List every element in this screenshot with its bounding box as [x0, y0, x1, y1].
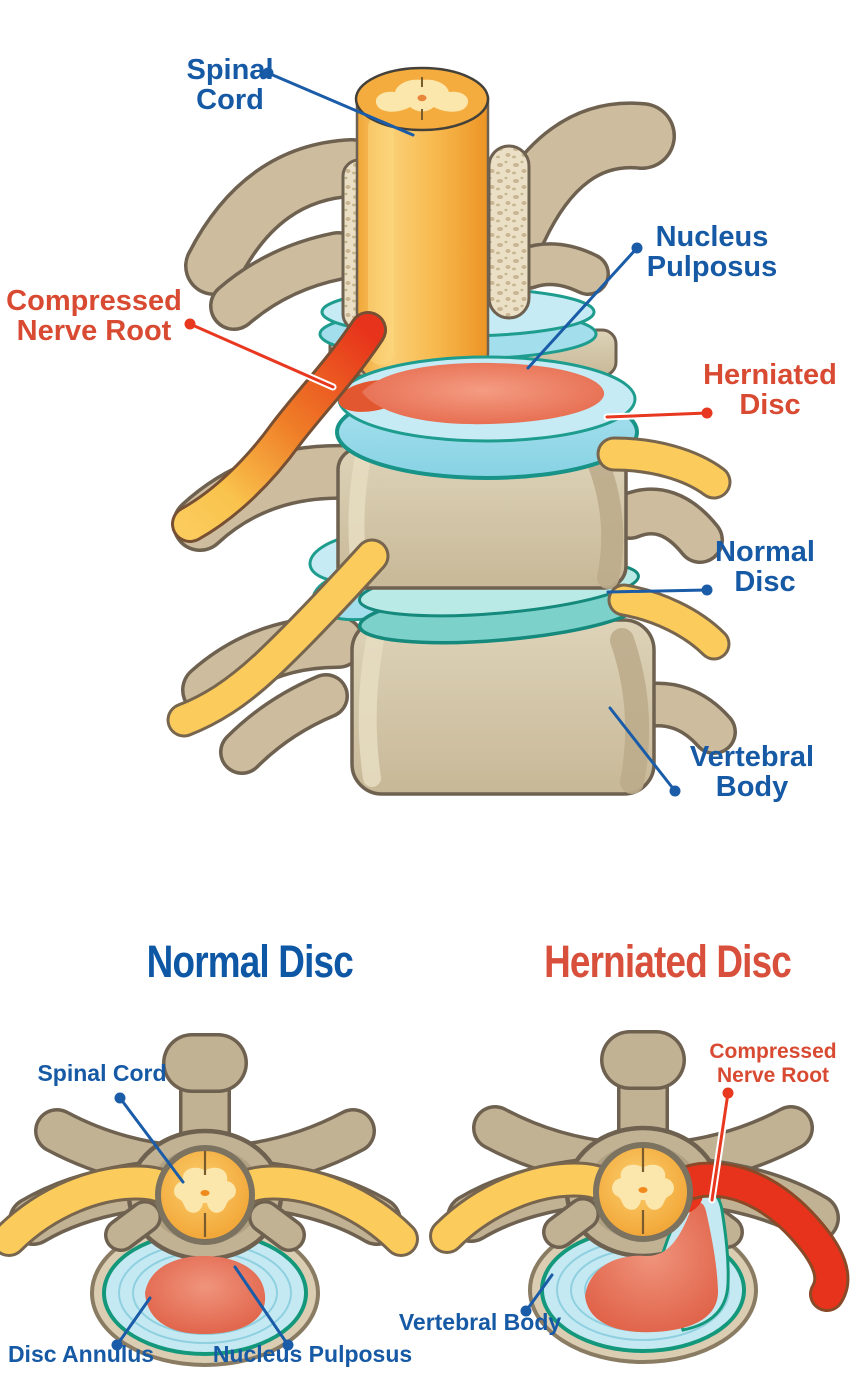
compressed-nerve-root — [174, 314, 384, 540]
nucleus-pulposus-label: Nucleus Pulposus — [646, 221, 778, 284]
spinal-cord — [354, 66, 490, 384]
nucleus-pulposus-leader-line — [233, 1265, 294, 1351]
spine-segment-illustration — [166, 66, 737, 797]
vertebral-body-leader-line — [608, 706, 681, 797]
compressed-nerve-root-leader-line — [184, 318, 337, 391]
vertebral-body-leader-line — [520, 1273, 554, 1317]
herniated-disc-cross-section — [429, 1030, 850, 1364]
herniated-disc-label: Herniated Disc — [703, 359, 837, 422]
normal-disc-leader-line — [606, 584, 713, 596]
spinal-cord-leader-line — [114, 1092, 185, 1184]
nucleus-pulposus-leader-line — [526, 242, 643, 370]
cross-section-compressed-nerve-root-label: Compressed Nerve Root — [709, 1040, 837, 1087]
vertebral-body-label: Vertebral Body — [689, 741, 815, 804]
nucleus-pulposus-shape — [362, 362, 605, 425]
spinal-cord-section — [155, 1145, 255, 1245]
cross-section-vertebral-body-label: Vertebral Body — [398, 1309, 562, 1335]
nucleus-pulposus-shape — [145, 1255, 266, 1335]
herniated-disc-heading: Herniated Disc — [544, 936, 793, 987]
disc-annulus-leader-line — [111, 1296, 152, 1351]
compressed-nerve-root-leader-line — [708, 1087, 734, 1204]
spinal-cord-section — [593, 1142, 693, 1242]
nucleus-pulposus-shape — [585, 1202, 719, 1333]
normal-disc-cross-section — [0, 1033, 419, 1367]
herniated-disc — [335, 355, 639, 480]
cross-section-illustrations — [0, 1030, 850, 1367]
normal-disc-label: Normal Disc — [715, 536, 815, 599]
lower-vertebral-body — [350, 618, 656, 796]
nerve-roots — [166, 311, 732, 738]
compressed-nerve-root-label: Compressed Nerve Root — [6, 285, 182, 348]
cross-section-spinal-cord-label: Spinal Cord — [37, 1060, 167, 1086]
disc-annulus-label: Disc Annulus — [7, 1341, 155, 1367]
cross-section-nucleus-pulposus-label: Nucleus Pulposus — [212, 1341, 413, 1367]
herniated-disc-leader-line — [603, 407, 713, 421]
spinal-cord-label: Spinal Cord — [186, 54, 274, 117]
spinal-cord-leader-line — [262, 67, 415, 137]
normal-disc-heading: Normal Disc — [146, 936, 354, 987]
